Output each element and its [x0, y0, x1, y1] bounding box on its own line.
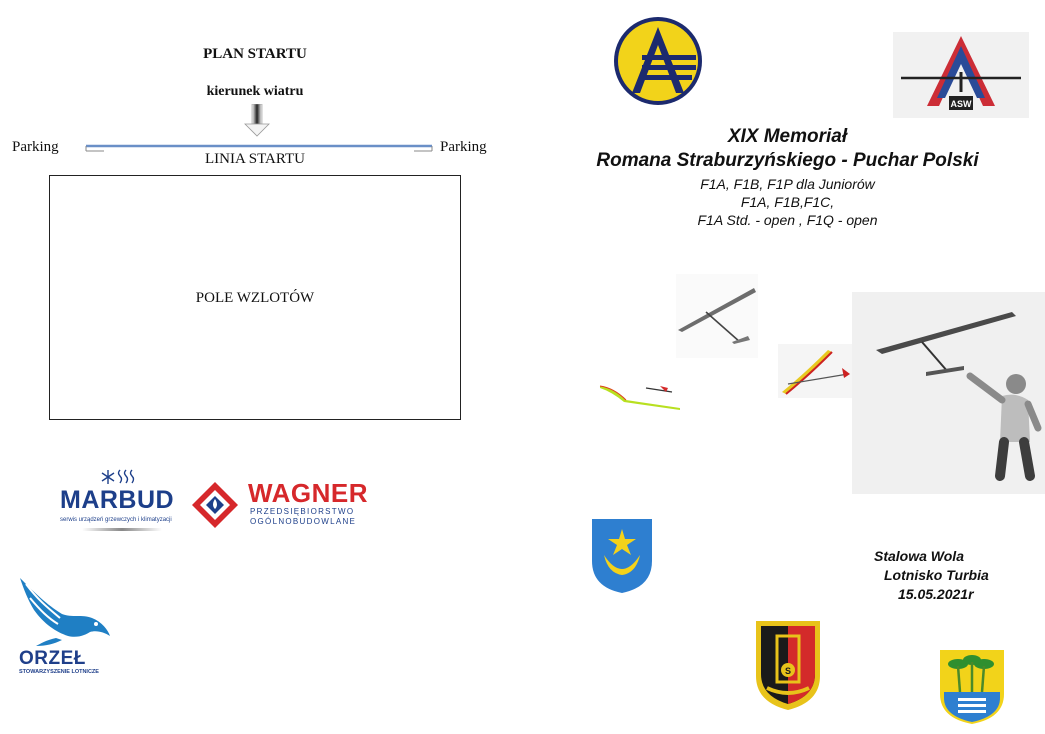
city-coat-of-arms-3	[940, 650, 1004, 724]
parking-right-label: Parking	[440, 139, 487, 155]
glider-photo-3	[778, 344, 858, 398]
svg-text:S: S	[785, 666, 791, 676]
city-coat-of-arms-2: S	[756, 621, 820, 710]
eagle-icon	[20, 578, 110, 646]
start-line-label: LINIA STARTU	[205, 151, 305, 167]
marbud-tagline: serwis urządzeń grzewczych i klimatyzacj…	[60, 517, 172, 523]
event-title-line-1: XIX Memoriał	[727, 126, 848, 147]
event-title-line-2: Romana Straburzyńskiego - Puchar Polski	[596, 150, 979, 171]
event-date: 15.05.2021r	[898, 586, 974, 602]
location-venue: Lotnisko Turbia	[884, 567, 989, 583]
glider-photo-2	[599, 385, 680, 410]
location-city: Stalowa Wola	[874, 548, 964, 564]
wagner-diamond-icon	[192, 482, 238, 528]
wind-direction-label: kierunek wiatru	[206, 84, 304, 99]
snowflake-heat-icon	[101, 469, 135, 484]
field-label: POLE WZLOTÓW	[195, 290, 315, 306]
flight-field: POLE WZLOTÓW	[49, 175, 461, 420]
start-line	[85, 144, 433, 152]
event-classes-line-2: F1A, F1B,F1C,	[740, 194, 835, 210]
asw-text: ASW	[951, 99, 973, 109]
orzel-tagline: STOWARZYSZENIE LOTNICZE	[19, 669, 99, 675]
wagner-name: WAGNER	[248, 478, 368, 508]
wagner-tagline-2: OGÓLNOBUDOWLANE	[250, 517, 357, 526]
wagner-logo: WAGNER PRZEDSIĘBIORSTWO OGÓLNOBUDOWLANE	[190, 478, 385, 530]
wind-arrow-icon	[244, 104, 270, 137]
marbud-name: MARBUD	[60, 486, 175, 514]
aeroklub-round-logo	[614, 17, 702, 105]
orzel-name: ORZEŁ	[19, 648, 86, 669]
launch-photo	[852, 292, 1045, 494]
asw-logo: ASW	[893, 32, 1029, 118]
glider-photo-1	[676, 274, 758, 358]
city-coat-of-arms-1	[592, 519, 652, 593]
plan-title: PLAN STARTU	[203, 46, 307, 62]
wagner-tagline-1: PRZEDSIĘBIORSTWO	[250, 507, 355, 516]
parking-left-label: Parking	[12, 139, 59, 155]
orzel-logo: ORZEŁ STOWARZYSZENIE LOTNICZE	[14, 574, 114, 678]
event-classes-line-1: F1A, F1B, F1P dla Juniorów	[700, 176, 875, 192]
event-classes-line-3: F1A Std. - open , F1Q - open	[697, 212, 878, 228]
marbud-logo: MARBUD serwis urządzeń grzewczych i klim…	[52, 464, 180, 536]
